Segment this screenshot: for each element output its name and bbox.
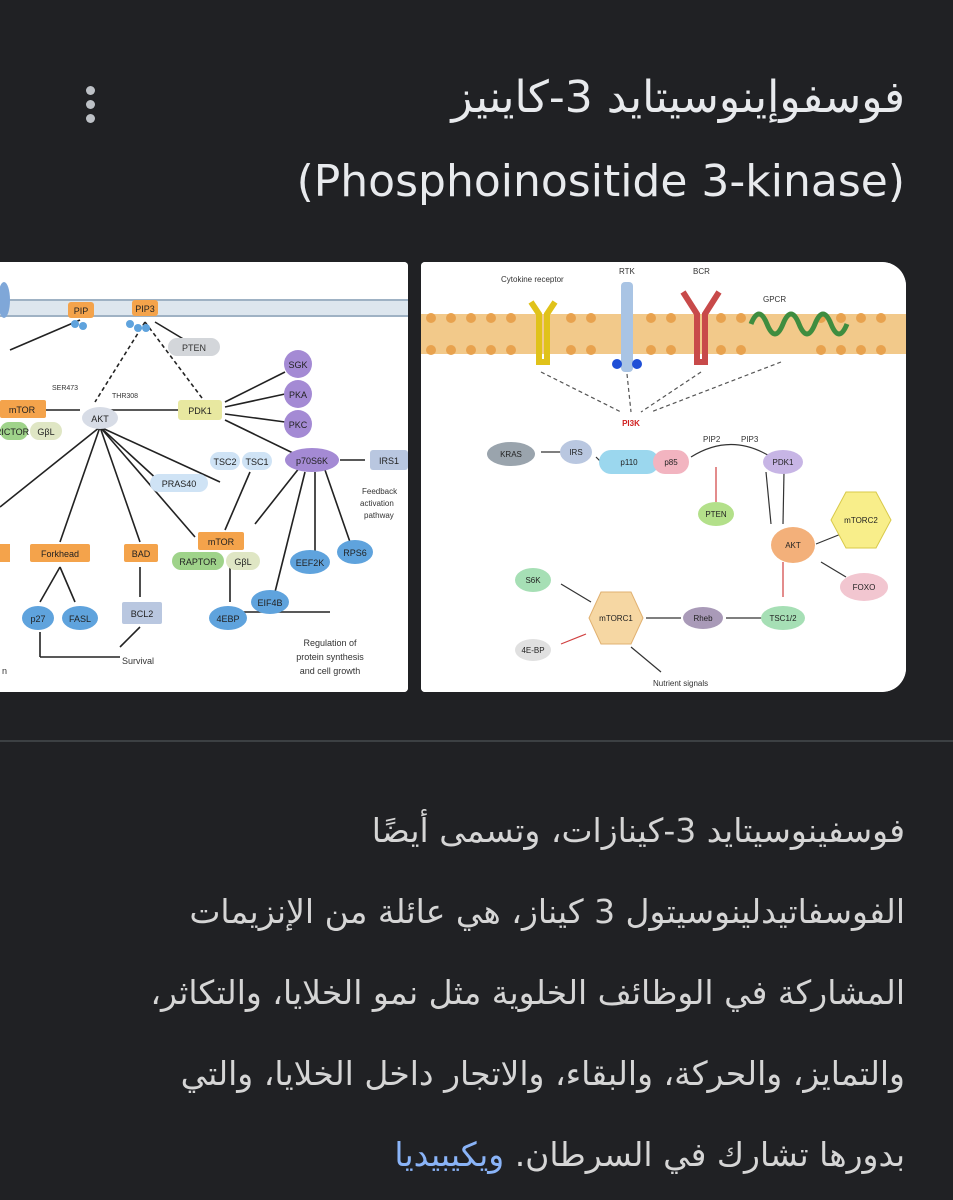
node-p70s6k: p70S6K [296,456,328,466]
node-p27: p27 [30,614,45,624]
diagram-image-left[interactable]: PIP PIP3 PTEN SER473 THR308 mTOR PDK1 SG… [0,262,408,692]
label-pip2: PIP2 [703,435,721,444]
label-thr308: THR308 [112,393,138,400]
pathway-diagram-right: Cytokine receptor RTK BCR GPCR [421,262,906,692]
node-rps6: RPS6 [343,548,367,558]
node-sgk: SGK [288,360,307,370]
node-eef2k: EEF2K [296,558,325,568]
node-raptor: RAPTOR [179,557,217,567]
node-mtorc2: mTORC2 [844,516,878,525]
node-4ebp: 4E-BP [521,646,544,655]
node-pkc: PKC [289,420,308,430]
node-gbl-top: GβL [37,427,54,437]
node-forkhead: Forkhead [41,549,79,559]
node-tsc12: TSC1/2 [769,614,797,623]
node-gbl-bottom: GβL [234,557,251,567]
node-pip3: PIP3 [135,304,155,314]
node-tsc1: TSC1 [245,457,268,467]
diagram-image-right[interactable]: Cytokine receptor RTK BCR GPCR [421,262,906,692]
node-pdk1: PDK1 [773,458,794,467]
description-text: فوسفينوسيتايد 3-كينازات، وتسمى أيضًا الف… [150,811,905,1174]
node-4ebp: 4EBP [216,614,239,624]
node-p85: p85 [664,458,678,467]
node-p110: p110 [620,458,638,467]
node-foxo: FOXO [853,583,876,592]
label-n: n [2,666,7,676]
node-akt: AKT [91,414,109,424]
node-pip: PIP [74,306,89,316]
node-pka: PKA [289,390,307,400]
label-bcr: BCR [693,267,710,276]
label-cytokine-receptor: Cytokine receptor [501,275,564,284]
node-pi3k: PI3K [622,419,640,428]
menu-dot [85,99,95,109]
pathway-diagram-left: PIP PIP3 PTEN SER473 THR308 mTOR PDK1 SG… [0,262,408,692]
label-survival: Survival [122,656,154,666]
node-fasl: FASL [69,614,91,624]
node-rheb: Rheb [693,614,713,623]
label-pip3: PIP3 [741,435,759,444]
label-feedback: Feedback [362,487,398,496]
title-english: (Phosphoinositide 3-kinase) [296,156,905,207]
node-eif4b: EIF4B [257,598,282,608]
node-bcl2: BCL2 [131,609,154,619]
label-regulation-2: protein synthesis [296,652,364,662]
title-arabic: فوسفوإينوسيتايد 3-كاينيز [451,72,905,123]
section-divider [0,740,953,742]
node-kras: KRAS [500,450,522,459]
description: فوسفينوسيتايد 3-كينازات، وتسمى أيضًا الف… [105,790,905,1195]
node-mtor-top: mTOR [9,405,36,415]
node-pdk1: PDK1 [188,406,212,416]
label-ser473: SER473 [52,385,78,392]
label-activation: activation [360,499,394,508]
node-irs1: IRS1 [379,456,399,466]
image-carousel: PIP PIP3 PTEN SER473 THR308 mTOR PDK1 SG… [0,262,953,692]
source-link-wikipedia[interactable]: ويكيبيديا [394,1135,505,1174]
node-irs: IRS [569,448,582,457]
menu-dot [85,85,95,95]
node-mtor-bottom: mTOR [208,537,235,547]
node-akt: AKT [785,541,801,550]
more-vert-icon[interactable] [66,80,114,128]
menu-dot [85,113,95,123]
node-pras40: PRAS40 [162,479,197,489]
label-rtk: RTK [619,267,636,276]
page-title: فوسفوإينوسيتايد 3-كاينيز (Phosphoinositi… [105,56,905,224]
node-mtorc1: mTORC1 [599,614,633,623]
node-tsc2: TSC2 [213,457,236,467]
node-pten: PTEN [182,343,206,353]
label-pathway: pathway [364,511,394,520]
label-gpcr: GPCR [763,295,786,304]
label-regulation-1: Regulation of [303,638,357,648]
node-rictor: RICTOR [0,427,30,437]
label-regulation-3: and cell growth [300,666,361,676]
node-s6k: S6K [525,576,541,585]
node-pten: PTEN [705,510,727,519]
node-bad: BAD [132,549,151,559]
label-nutrient-signals: Nutrient signals [653,679,708,688]
